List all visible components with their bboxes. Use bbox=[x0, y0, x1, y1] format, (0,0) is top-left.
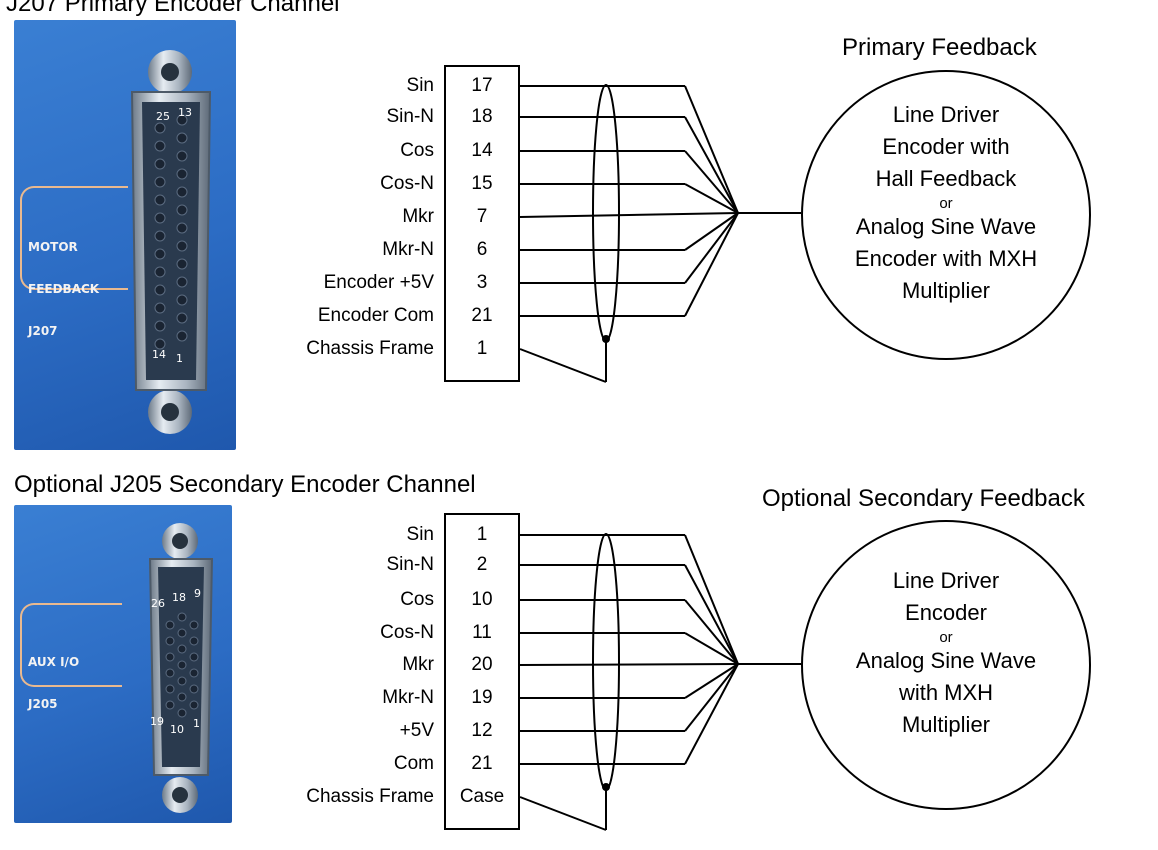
signal-label: Sin-N bbox=[386, 554, 434, 575]
signal-label: Cos-N bbox=[380, 622, 434, 643]
pin-number: 6 bbox=[476, 239, 488, 260]
signal-label: Com bbox=[393, 753, 434, 774]
signal-label: Mkr bbox=[402, 206, 434, 227]
pin-number: 21 bbox=[471, 305, 493, 326]
signal-label: Sin-N bbox=[386, 106, 434, 127]
pin-number: 17 bbox=[471, 75, 493, 96]
signal-label: Sin bbox=[406, 524, 434, 545]
signal-label: Mkr bbox=[402, 654, 434, 675]
pin-number: 1 bbox=[476, 338, 488, 359]
secondary-section-title: Optional J205 Secondary Encoder Channel bbox=[14, 471, 476, 498]
pin-number: 20 bbox=[471, 654, 493, 675]
pin-number: Case bbox=[459, 786, 505, 807]
pin-number: 19 bbox=[471, 687, 493, 708]
secondary-feedback-device: Line Driver Encoder or Analog Sine Wave … bbox=[801, 520, 1091, 810]
primary-feedback-device: Line Driver Encoder with Hall Feedback o… bbox=[801, 70, 1091, 360]
signal-label: Chassis Frame bbox=[306, 786, 434, 807]
secondary-feedback-title: Optional Secondary Feedback bbox=[762, 485, 1085, 512]
pin-number: 1 bbox=[476, 524, 488, 545]
pin-number: 15 bbox=[471, 173, 493, 194]
motor-feedback-connector-photo: MOTOR FEEDBACK J207 bbox=[14, 20, 236, 450]
pin-marker-9: 9 bbox=[194, 587, 201, 600]
aux-io-label: AUX I/O J205 bbox=[28, 655, 80, 711]
pin-marker-18: 18 bbox=[172, 591, 186, 604]
signal-label: Cos bbox=[400, 589, 434, 610]
pin-number: 7 bbox=[476, 206, 488, 227]
primary-section-title: J207 Primary Encoder Channel bbox=[6, 0, 340, 17]
pin-marker-19: 19 bbox=[150, 715, 164, 728]
pin-marker-10: 10 bbox=[170, 723, 184, 736]
pin-number: 10 bbox=[471, 589, 493, 610]
signal-label: Cos-N bbox=[380, 173, 434, 194]
pin-number: 2 bbox=[476, 554, 488, 575]
hd26-connector-icon bbox=[148, 523, 214, 813]
secondary-pin-box bbox=[444, 513, 520, 830]
signal-label: Encoder Com bbox=[317, 305, 434, 326]
signal-label: Cos bbox=[400, 140, 434, 161]
motor-feedback-label-frame bbox=[20, 186, 128, 290]
pin-number: 3 bbox=[476, 272, 488, 293]
pin-number: 11 bbox=[472, 622, 492, 643]
signal-label: Mkr-N bbox=[382, 687, 434, 708]
signal-label: +5V bbox=[399, 720, 434, 741]
pin-marker-13: 13 bbox=[178, 106, 192, 119]
pin-number: 12 bbox=[471, 720, 493, 741]
aux-io-label-frame bbox=[20, 603, 122, 687]
pin-marker-1: 1 bbox=[193, 717, 200, 730]
aux-io-connector-photo: AUX I/O J205 bbox=[14, 505, 232, 823]
primary-pin-box bbox=[444, 65, 520, 382]
signal-label: Sin bbox=[406, 75, 434, 96]
signal-label: Encoder +5V bbox=[323, 272, 434, 293]
pin-marker-14: 14 bbox=[152, 348, 166, 361]
motor-feedback-label: MOTOR FEEDBACK J207 bbox=[28, 240, 100, 338]
primary-feedback-title: Primary Feedback bbox=[842, 34, 1037, 61]
pin-number: 21 bbox=[471, 753, 493, 774]
signal-label: Mkr-N bbox=[382, 239, 434, 260]
signal-label: Chassis Frame bbox=[306, 338, 434, 359]
pin-marker-1: 1 bbox=[176, 352, 183, 365]
pin-marker-26: 26 bbox=[151, 597, 165, 610]
pin-marker-25: 25 bbox=[156, 110, 170, 123]
pin-number: 18 bbox=[471, 106, 493, 127]
db25-connector-icon bbox=[130, 50, 212, 434]
pin-number: 14 bbox=[471, 140, 493, 161]
